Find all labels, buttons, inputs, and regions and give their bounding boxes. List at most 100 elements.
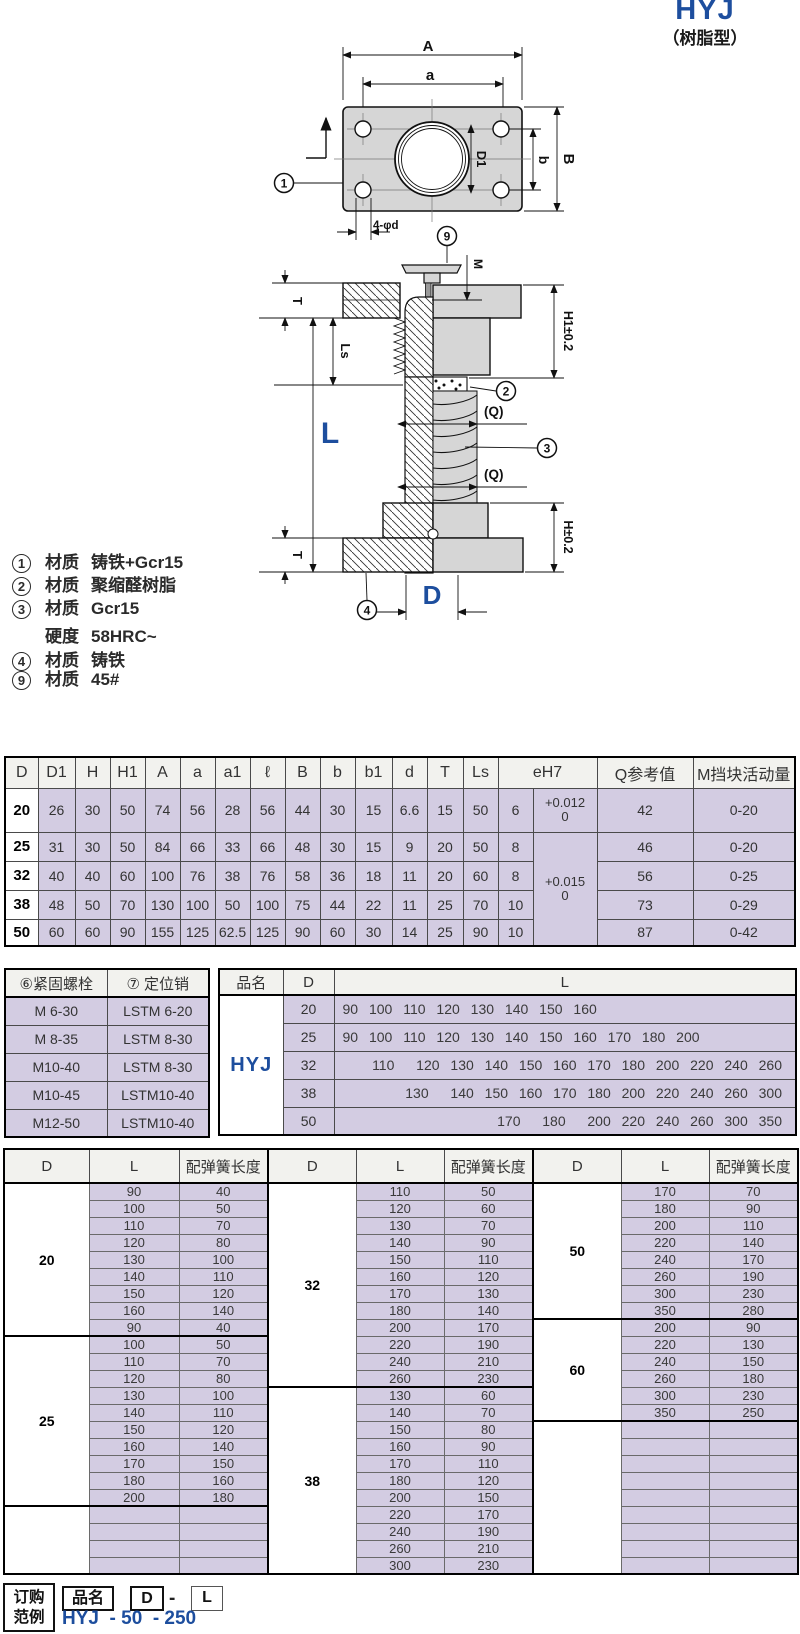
cell-M: 0-42 bbox=[692, 918, 796, 947]
order-example-box-line2: 范例 bbox=[13, 1609, 45, 1626]
cell: 26 bbox=[37, 787, 76, 833]
dim-D-label: D bbox=[423, 580, 442, 610]
cell-spring-length: 70 bbox=[708, 1182, 799, 1201]
cell-spring-length: 110 bbox=[443, 1250, 534, 1269]
col-header: M挡块活动量 bbox=[692, 756, 796, 789]
cell: 84 bbox=[144, 831, 181, 862]
cell-spring-length: 140 bbox=[708, 1233, 799, 1252]
cell: 40 bbox=[74, 860, 111, 891]
note-balloon: 4 bbox=[12, 652, 31, 672]
cell: 125 bbox=[179, 918, 216, 947]
cell-L: 130 bbox=[355, 1216, 445, 1235]
order-field-name: 品名 bbox=[62, 1586, 114, 1611]
cell: 90 bbox=[284, 918, 321, 947]
cell-spring-length bbox=[178, 1505, 269, 1524]
cell-L bbox=[620, 1556, 710, 1575]
note-label: 材质 bbox=[45, 670, 79, 689]
cell: 6 bbox=[497, 787, 534, 833]
cell-spring-length bbox=[178, 1522, 269, 1541]
dim-Q-bottom-label: (Q) bbox=[484, 467, 504, 482]
cell-spring-length: 190 bbox=[443, 1522, 534, 1541]
cell-L: 110 bbox=[355, 1182, 445, 1201]
cell: 50 bbox=[109, 831, 146, 862]
cell-L: 200 bbox=[355, 1488, 445, 1507]
cell-D: 20 bbox=[3, 1182, 90, 1337]
cell: LSTM 8-30 bbox=[106, 1052, 210, 1082]
cell-D: 25 bbox=[282, 1022, 335, 1052]
cell-L: 220 bbox=[620, 1335, 710, 1354]
col-header: H bbox=[74, 756, 111, 789]
cell-L: 240 bbox=[620, 1250, 710, 1269]
cell-L: 180 bbox=[355, 1471, 445, 1490]
cell: 33 bbox=[214, 831, 251, 862]
note-balloon: 2 bbox=[12, 577, 31, 597]
cell-D bbox=[532, 1420, 622, 1575]
dim-T-top-label: T bbox=[290, 297, 305, 305]
cell: 44 bbox=[284, 787, 321, 833]
cell-spring-length: 150 bbox=[708, 1352, 799, 1371]
cell-spring-length: 190 bbox=[443, 1335, 534, 1354]
cell-D: 32 bbox=[282, 1050, 335, 1080]
cell-L: 220 bbox=[620, 1233, 710, 1252]
cell: 40 bbox=[37, 860, 76, 891]
col-header: L bbox=[88, 1148, 180, 1184]
cell: 48 bbox=[37, 889, 76, 920]
page-title: HYJ bbox=[675, 0, 735, 26]
cell-spring-length bbox=[708, 1539, 799, 1558]
cell: 11 bbox=[391, 889, 428, 920]
cell-L: 150 bbox=[355, 1420, 445, 1439]
cell-L-values: 130 140 150 160 170 180 200 220 240 260 … bbox=[333, 1078, 797, 1108]
col-header: 配弹簧长度 bbox=[178, 1148, 269, 1184]
col-header: d bbox=[391, 756, 428, 789]
cell-spring-length: 170 bbox=[708, 1250, 799, 1269]
cell-spring-length: 170 bbox=[443, 1318, 534, 1337]
cell-L: 200 bbox=[620, 1318, 710, 1337]
cell: 90 bbox=[462, 918, 499, 947]
cell-L: 240 bbox=[620, 1352, 710, 1371]
cell-spring-length bbox=[708, 1454, 799, 1473]
cell-L bbox=[88, 1522, 180, 1541]
order-example-box-line1: 订购 bbox=[13, 1589, 45, 1606]
cell-L: 150 bbox=[88, 1420, 180, 1439]
cell-L: 260 bbox=[620, 1267, 710, 1286]
dim-H1-label: H1±0.2 bbox=[561, 311, 575, 351]
cell-L-values: 110 120 130 140 150 160 170 180 200 220 … bbox=[333, 1050, 797, 1080]
cell-spring-length: 40 bbox=[178, 1182, 269, 1201]
cell-Q: 42 bbox=[596, 787, 694, 833]
cell-spring-length bbox=[708, 1522, 799, 1541]
cell-L: 140 bbox=[88, 1267, 180, 1286]
cell-L bbox=[620, 1471, 710, 1490]
note-label: 材质 bbox=[45, 599, 79, 618]
cell: 70 bbox=[109, 889, 146, 920]
cell-spring-length: 120 bbox=[443, 1267, 534, 1286]
col-header: L bbox=[355, 1148, 445, 1184]
cell: M 6-30 bbox=[4, 996, 108, 1026]
col-header: D1 bbox=[37, 756, 76, 789]
cell-L bbox=[88, 1539, 180, 1558]
balloon-1: 1 bbox=[281, 177, 288, 191]
cell-D: 25 bbox=[4, 831, 39, 862]
dim-T-bottom-label: T bbox=[290, 551, 305, 559]
cell-L bbox=[620, 1505, 710, 1524]
cell: 66 bbox=[249, 831, 286, 862]
cell-spring-length: 70 bbox=[443, 1403, 534, 1422]
cell: LSTM10-40 bbox=[106, 1108, 210, 1138]
cell-L: 260 bbox=[355, 1539, 445, 1558]
cell-spring-length: 90 bbox=[443, 1233, 534, 1252]
cell: 30 bbox=[319, 787, 356, 833]
cell: 62.5 bbox=[214, 918, 251, 947]
cell-L: 260 bbox=[355, 1369, 445, 1388]
cell: 25 bbox=[426, 889, 464, 920]
cell-L bbox=[88, 1505, 180, 1524]
